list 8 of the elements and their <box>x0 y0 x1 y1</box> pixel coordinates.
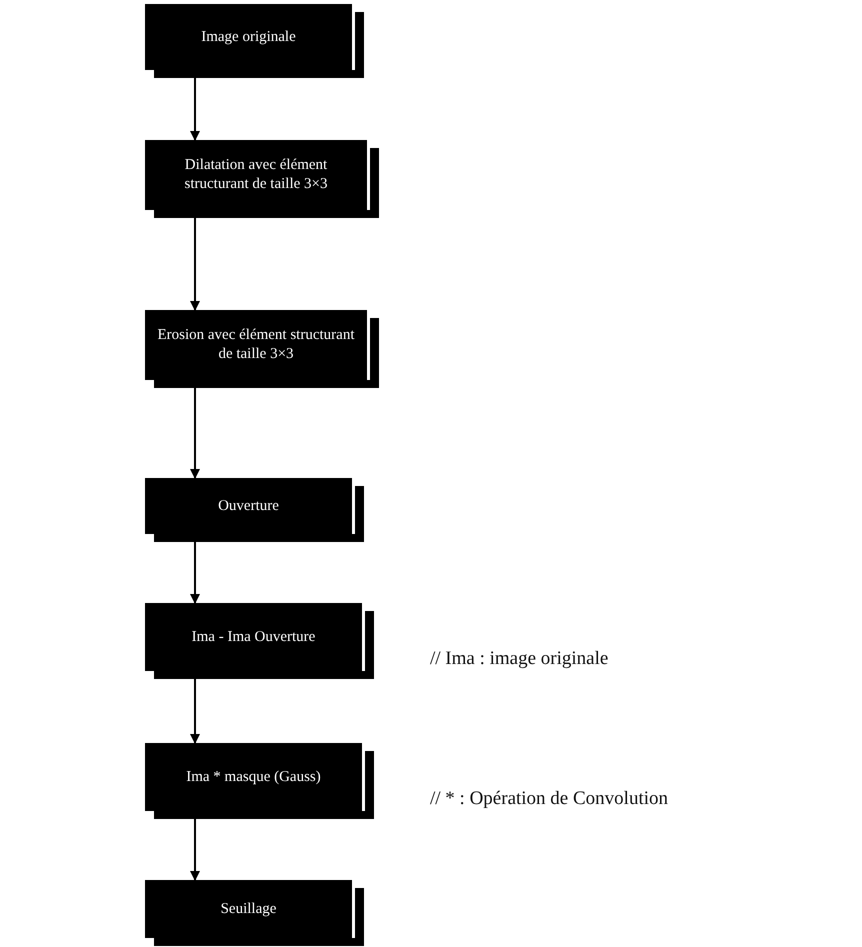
arrow <box>190 388 200 479</box>
arrow <box>190 542 200 604</box>
note: // * : Opération de Convolution <box>430 788 668 810</box>
arrow <box>190 819 200 881</box>
note: // Ima : image originale <box>430 648 608 670</box>
arrow <box>190 679 200 744</box>
arrow <box>190 218 200 311</box>
arrow <box>190 78 200 141</box>
